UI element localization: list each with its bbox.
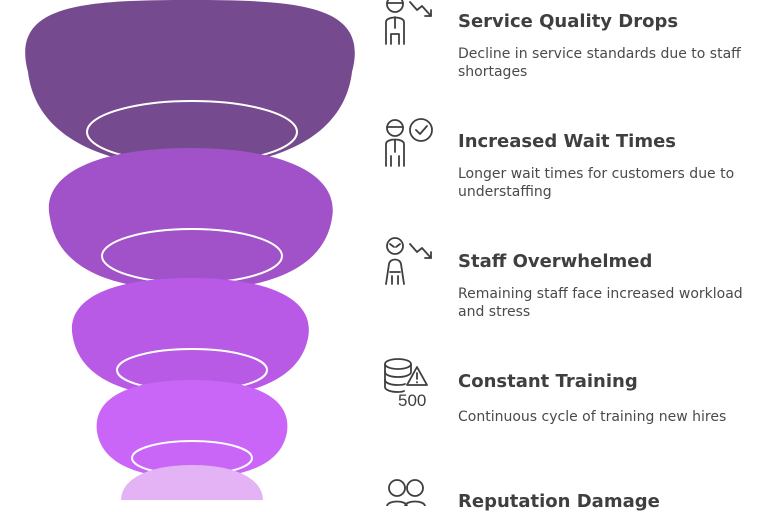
step-description: Remaining staff face increased workload …: [458, 286, 743, 320]
step-title: Reputation Damage: [458, 491, 660, 512]
funnel-layer-4-shape: [96, 380, 288, 478]
step-description: Continuous cycle of training new hires: [458, 409, 727, 425]
funnel-layer-3: [71, 278, 309, 397]
step-title: Constant Training: [458, 371, 638, 392]
funnel-layer-2-shape: [48, 148, 333, 290]
step-title: Increased Wait Times: [458, 131, 677, 152]
funnel-layer-2: [48, 148, 333, 290]
funnel-layer-5-shape: [121, 465, 263, 500]
step-description: Longer wait times for customers due to u…: [458, 166, 735, 200]
step-description: Decline in service standards due to staf…: [458, 46, 741, 80]
person-stress-trend-down-icon: [385, 237, 432, 285]
step-title: Service Quality Drops: [458, 11, 679, 32]
funnel-layer-1-shape: [25, 0, 355, 168]
person-checkmark-icon: [385, 118, 433, 167]
funnel-diagram: [25, 0, 355, 500]
database-warning-icon-label: 500: [398, 391, 426, 409]
funnel-layer-4: [96, 380, 288, 478]
person-trend-down-icon: [385, 0, 432, 45]
database-warning-icon: 500: [384, 358, 428, 409]
funnel-layer-3-shape: [71, 278, 309, 397]
funnel-layer-5: [121, 465, 263, 500]
two-people-icon: [386, 479, 426, 506]
funnel-layer-1: [25, 0, 355, 168]
step-title: Staff Overwhelmed: [458, 251, 653, 272]
